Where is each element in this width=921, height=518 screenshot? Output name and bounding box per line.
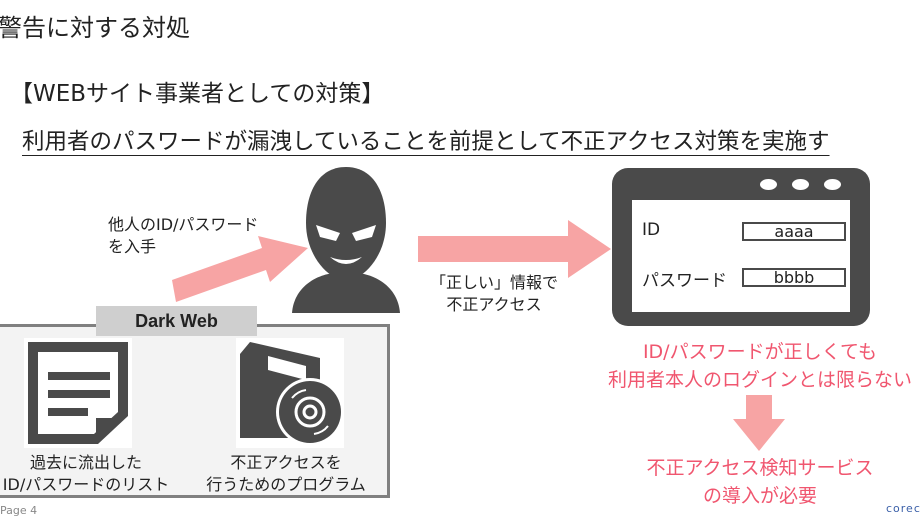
- leaked-list-caption: 過去に流出した ID/パスワードのリスト: [0, 452, 176, 496]
- access-line-1: 「正しい」情報で: [429, 273, 558, 292]
- window-dot-icon: [792, 179, 809, 190]
- leaked-list-line-2: ID/パスワードのリスト: [2, 475, 170, 494]
- warning-line-2: 利用者本人のログインとは限らない: [607, 369, 912, 391]
- section-heading: 【WEBサイト事業者としての対策】: [10, 81, 385, 107]
- software-package-icon: [236, 338, 344, 448]
- premise-text: 利用者のパスワードが漏洩していることを前提として不正アクセス対策を実施す: [22, 129, 830, 155]
- right-arrow-icon: [418, 220, 611, 278]
- obtain-line-2: を入手: [108, 237, 157, 256]
- attack-program-line-2: 行うためのプログラム: [206, 475, 366, 494]
- login-form: ID aaaa パスワード bbbb: [632, 200, 850, 312]
- hacker-icon: [292, 167, 400, 313]
- result-text: 不正アクセス検知サービス の導入が必要: [560, 454, 921, 510]
- warning-text: ID/パスワードが正しくても 利用者本人のログインとは限らない: [560, 338, 921, 394]
- access-caption: 「正しい」情報で 不正アクセス: [424, 272, 564, 316]
- company-logo: coreco: [886, 502, 921, 515]
- result-line-1: 不正アクセス検知サービス: [646, 457, 874, 479]
- password-label: パスワード: [642, 271, 727, 291]
- window-dot-icon: [824, 179, 841, 190]
- obtain-caption: 他人のID/パスワード を入手: [108, 214, 258, 258]
- access-line-2: 不正アクセス: [446, 295, 542, 314]
- warning-line-1: ID/パスワードが正しくても: [642, 341, 878, 363]
- attack-program-line-1: 不正アクセスを: [230, 453, 342, 472]
- password-field[interactable]: bbbb: [742, 268, 846, 287]
- login-window: ID aaaa パスワード bbbb: [612, 168, 870, 326]
- obtain-line-1: 他人のID/パスワード: [108, 215, 259, 234]
- document-icon: [24, 338, 132, 448]
- leaked-list-line-1: 過去に流出した: [29, 453, 142, 472]
- result-line-2: の導入が必要: [702, 485, 817, 507]
- slide-title: 警告に対する対処: [0, 14, 190, 42]
- diagonal-arrow-icon: [172, 236, 308, 302]
- id-label: ID: [642, 220, 661, 240]
- down-arrow-icon: [733, 395, 785, 451]
- window-dot-icon: [760, 179, 777, 190]
- id-field[interactable]: aaaa: [742, 222, 846, 241]
- dark-web-label: Dark Web: [96, 306, 257, 336]
- attack-program-caption: 不正アクセスを 行うためのプログラム: [196, 452, 376, 496]
- page-number: Page 4: [0, 504, 38, 517]
